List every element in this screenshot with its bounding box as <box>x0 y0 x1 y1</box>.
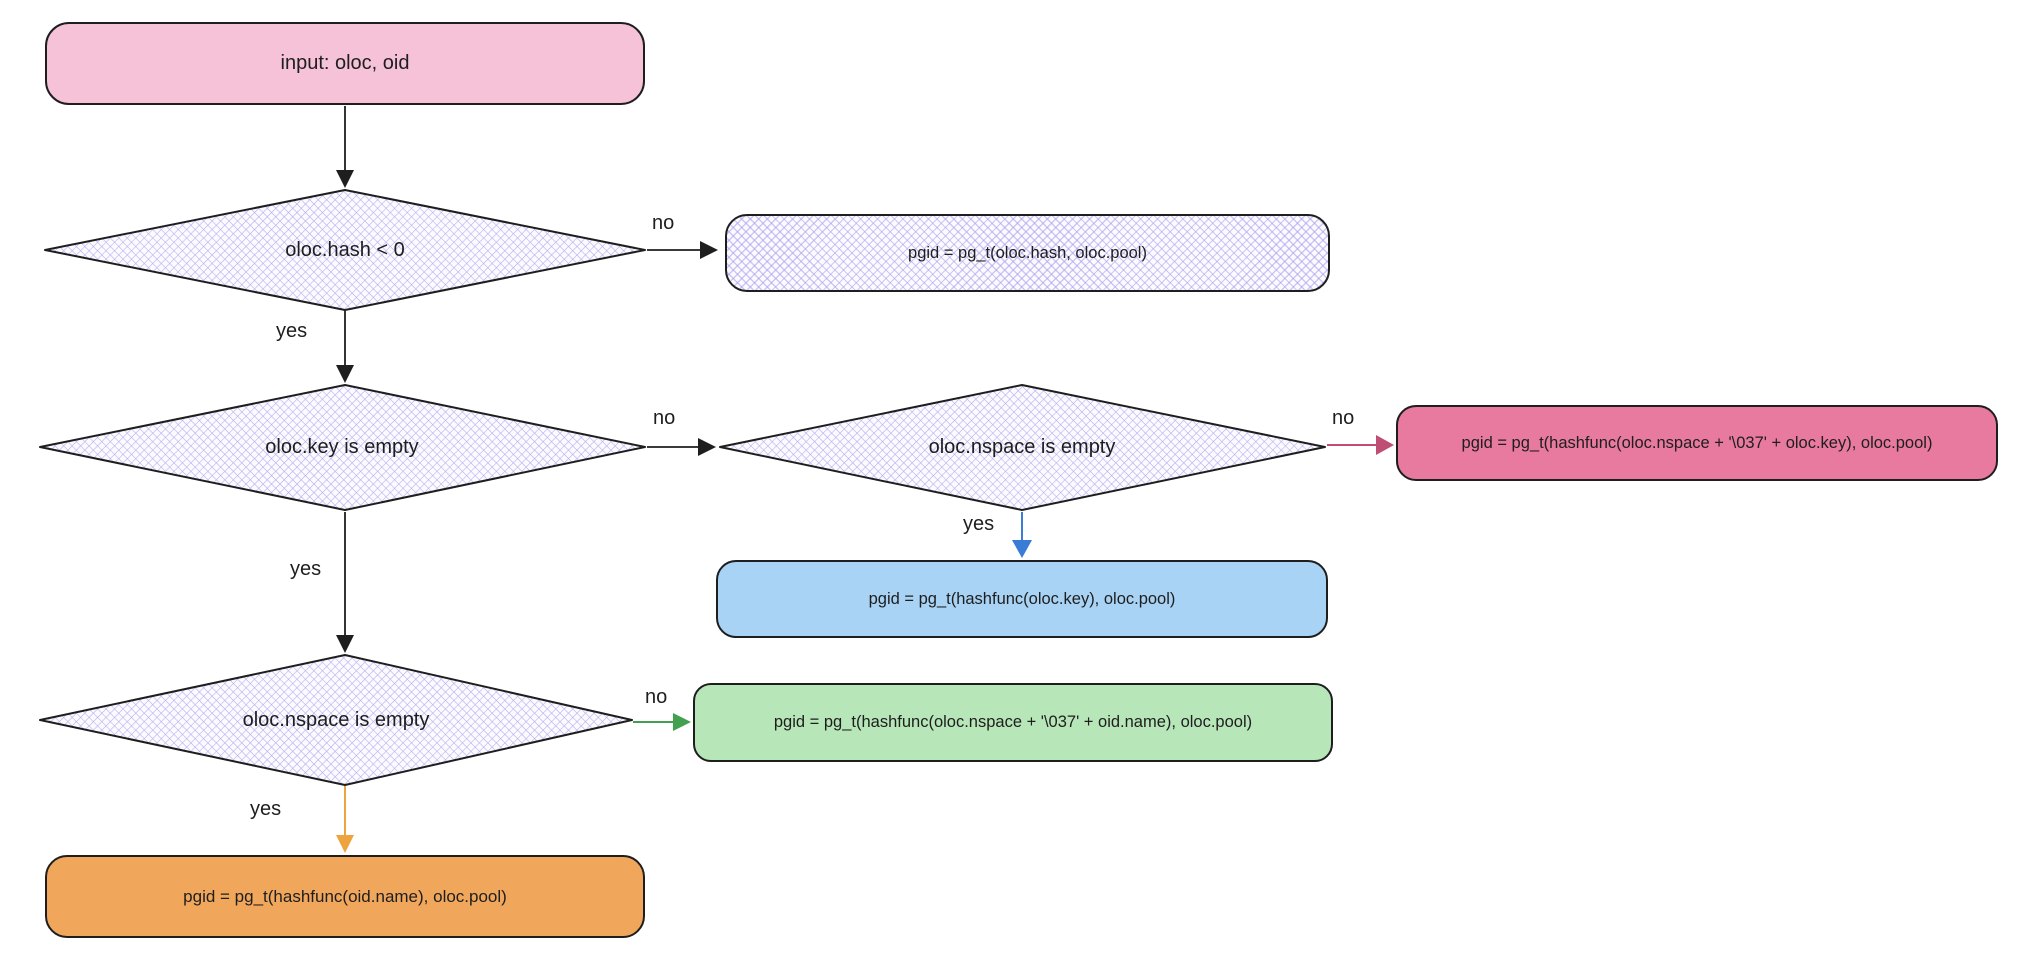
node-result-nspace-name-label: pgid = pg_t(hashfunc(oloc.nspace + '\037… <box>773 713 1253 731</box>
node-result-nspace-name[interactable]: pgid = pg_t(hashfunc(oloc.nspace + '\037… <box>693 683 1333 762</box>
diamond-oloc-hash[interactable] <box>44 189 646 311</box>
edge-label-hash-no: no <box>652 212 675 234</box>
node-result-key-label: pgid = pg_t(hashfunc(oloc.key), oloc.poo… <box>868 589 1176 608</box>
arrow-key-yes[interactable] <box>336 512 354 653</box>
node-result-name[interactable]: pgid = pg_t(hashfunc(oid.name), oloc.poo… <box>45 855 645 938</box>
node-result-hash[interactable]: pgid = pg_t(oloc.hash, oloc.pool) <box>725 214 1330 292</box>
edge-label-nspace-right-no: no <box>1332 407 1355 429</box>
diamond-oloc-key[interactable] <box>39 384 646 511</box>
edge-label-nspace-right-yes: yes <box>963 513 995 535</box>
arrow-nspace-right-no[interactable] <box>1327 435 1394 455</box>
arrow-nspace-left-yes[interactable] <box>336 786 354 853</box>
node-result-key[interactable]: pgid = pg_t(hashfunc(oloc.key), oloc.poo… <box>716 560 1328 638</box>
node-input-label: input: oloc, oid <box>280 52 410 74</box>
diamond-oloc-nspace-left[interactable] <box>39 654 633 786</box>
edge-label-hash-yes: yes <box>276 320 308 342</box>
edge-label-nspace-left-no: no <box>645 686 668 708</box>
node-result-nspace-key-label: pgid = pg_t(hashfunc(oloc.nspace + '\037… <box>1461 433 1933 452</box>
arrow-nspace-right-yes[interactable] <box>1012 512 1032 558</box>
edge-label-key-yes: yes <box>290 558 322 580</box>
node-input[interactable]: input: oloc, oid <box>45 22 645 105</box>
diamond-oloc-nspace-right[interactable] <box>719 384 1326 511</box>
node-result-nspace-key[interactable]: pgid = pg_t(hashfunc(oloc.nspace + '\037… <box>1396 405 1998 481</box>
node-result-name-label: pgid = pg_t(hashfunc(oid.name), oloc.poo… <box>183 886 507 906</box>
arrow-nspace-left-no[interactable] <box>633 713 691 731</box>
arrow-key-no[interactable] <box>647 438 716 456</box>
arrow-input-to-hash[interactable] <box>336 106 354 188</box>
edge-label-key-no: no <box>653 407 676 429</box>
arrow-hash-yes[interactable] <box>336 311 354 383</box>
edge-label-nspace-left-yes: yes <box>250 798 282 820</box>
node-result-hash-label: pgid = pg_t(oloc.hash, oloc.pool) <box>908 243 1147 262</box>
arrow-hash-no[interactable] <box>647 241 718 259</box>
